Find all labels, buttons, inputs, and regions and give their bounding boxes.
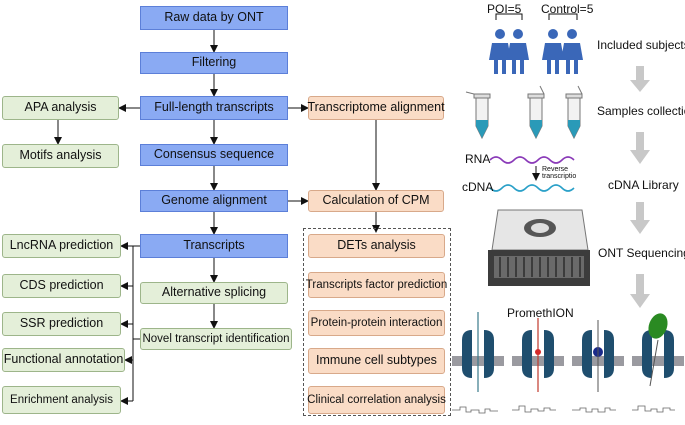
signal-trace-icon (452, 405, 675, 414)
genome-alignment-label: Genome alignment (161, 193, 267, 208)
motifs-analysis-label: Motifs analysis (19, 148, 102, 163)
clinical-correlation-label: Clinical correlation analysis (307, 393, 446, 406)
functional-annotation-label: Functional annotation (3, 352, 124, 367)
apa-analysis-label: APA analysis (24, 100, 97, 115)
dets-analysis-label: DETs analysis (337, 238, 416, 253)
raw-data-box: Raw data by ONT (140, 6, 288, 30)
lncrna-prediction-label: LncRNA prediction (9, 238, 114, 253)
consensus-sequence-box: Consensus sequence (140, 144, 288, 166)
transcriptio-label: transcriptio (542, 173, 577, 180)
full-length-label: Full-length transcripts (154, 100, 274, 115)
transcripts-label: Transcripts (183, 238, 245, 253)
protein-interaction-box: Protein-protein interaction (308, 310, 445, 336)
ssr-prediction-box: SSR prediction (2, 312, 121, 336)
person-icon (507, 29, 529, 74)
enrichment-analysis-box: Enrichment analysis (2, 386, 121, 414)
transcripts-factor-box: Transcripts factor prediction (305, 272, 448, 298)
step-cdna-library: cDNA Library (608, 178, 679, 192)
alternative-splicing-box: Alternative splicing (140, 282, 288, 304)
calculation-cpm-box: Calculation of CPM (308, 190, 444, 212)
functional-annotation-box: Functional annotation (2, 348, 125, 372)
novel-transcript-box: Novel transcript identification (140, 328, 292, 350)
sample-tube-icon (565, 85, 583, 140)
cds-prediction-label: CDS prediction (19, 278, 104, 293)
novel-transcript-label: Novel transcript identification (142, 332, 290, 345)
control-group (542, 13, 583, 74)
immune-cell-box: Immune cell subtypes (308, 348, 445, 374)
sample-tube-icon (465, 91, 491, 140)
cds-prediction-box: CDS prediction (2, 274, 121, 298)
full-length-transcripts-box: Full-length transcripts (140, 96, 288, 120)
expression-analysis-group (303, 228, 451, 416)
poi-count-label: POI=5 (487, 2, 522, 16)
cdna-label: cDNA (462, 180, 494, 194)
calculation-cpm-label: Calculation of CPM (322, 193, 430, 208)
step-samples-collection: Samples collection (597, 104, 685, 118)
motifs-analysis-box: Motifs analysis (2, 144, 119, 168)
rna-label: RNA (465, 152, 491, 166)
lncrna-prediction-box: LncRNA prediction (2, 234, 121, 258)
promethion-device-icon (488, 209, 590, 286)
down-arrow-icon (630, 132, 650, 164)
person-icon (542, 29, 564, 74)
transcriptome-alignment-label: Transcriptome alignment (307, 100, 445, 115)
control-count-label: Control=5 (541, 2, 594, 16)
ssr-prediction-label: SSR prediction (19, 316, 104, 331)
clinical-correlation-box: Clinical correlation analysis (307, 386, 446, 414)
transcripts-factor-label: Transcripts factor prediction (305, 278, 448, 291)
transcriptome-alignment-box: Transcriptome alignment (307, 96, 445, 120)
enrichment-analysis-label: Enrichment analysis (10, 393, 113, 406)
down-arrow-icon (630, 202, 650, 234)
protein-interaction-label: Protein-protein interaction (310, 316, 443, 329)
person-icon (561, 29, 583, 74)
alternative-splicing-label: Alternative splicing (161, 285, 267, 300)
poi-group (489, 13, 529, 74)
down-arrow-icon (630, 274, 650, 308)
rna-strand-icon (489, 156, 575, 164)
step-ont-sequencing: ONT Sequencing (598, 246, 685, 260)
sample-tube-icon (527, 85, 545, 140)
apa-analysis-box: APA analysis (2, 96, 119, 120)
raw-data-label: Raw data by ONT (164, 10, 264, 25)
nanopore-icon (452, 312, 504, 392)
dets-analysis-box: DETs analysis (308, 234, 445, 258)
reverse-label: Reverse (542, 166, 569, 173)
transcripts-box: Transcripts (140, 234, 288, 258)
filtering-box: Filtering (140, 52, 288, 74)
person-icon (489, 29, 511, 74)
consensus-label: Consensus sequence (153, 147, 275, 162)
nanopore-icon (572, 320, 624, 392)
filtering-label: Filtering (191, 55, 237, 70)
immune-cell-label: Immune cell subtypes (316, 353, 437, 368)
promethion-label: PromethION (507, 306, 574, 320)
step-included-subjects: Included subjects (597, 38, 685, 52)
cdna-strand-icon (489, 184, 575, 192)
nanopore-icon (512, 318, 564, 392)
nanopore-icon (632, 313, 684, 387)
genome-alignment-box: Genome alignment (140, 190, 288, 212)
down-arrow-icon (630, 66, 650, 92)
